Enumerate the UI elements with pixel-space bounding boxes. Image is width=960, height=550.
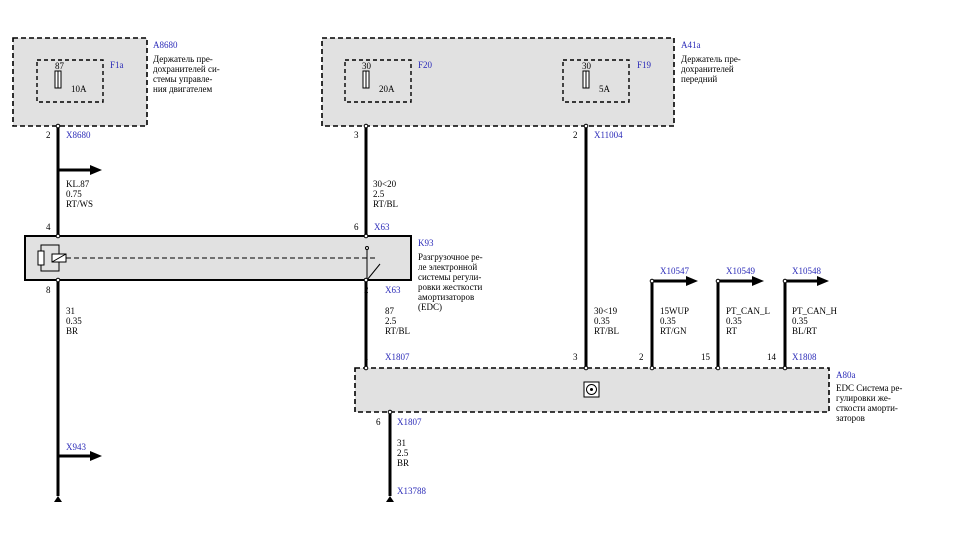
module-a8680-desc-1: Держатель пре- <box>153 54 213 64</box>
connector-x10549: X10549 <box>726 266 755 276</box>
connector-x10547: X10547 <box>660 266 689 276</box>
wire-pt-can-l-color: RT <box>726 326 737 336</box>
wire-30-20-color: RT/BL <box>373 199 398 209</box>
pin-a8680-out: 2 <box>46 130 51 140</box>
wire-kl87-size: 0.75 <box>66 189 82 199</box>
fuse-f20-id: F20 <box>418 60 433 70</box>
module-a8680-id: A8680 <box>153 40 178 50</box>
module-k93-desc-4: ровки жесткости <box>418 282 483 292</box>
fuse-f20-pin: 30 <box>362 61 372 71</box>
wire-30-19-name: 30<19 <box>594 306 618 316</box>
module-k93-id: K93 <box>418 238 434 248</box>
wire-31-bottom-color: BR <box>397 458 409 468</box>
wire-31-bottom-size: 2.5 <box>397 448 409 458</box>
wire-pt-can-h[interactable]: PT_CAN_H 0.35 BL/RT <box>783 276 838 368</box>
fuse-f20-rating: 20A <box>379 84 395 94</box>
module-a80a-id: A80a <box>836 370 856 380</box>
connector-x1808: X1808 <box>792 352 817 362</box>
wire-kl87-name: KL.87 <box>66 179 90 189</box>
wire-15wup-size: 0.35 <box>660 316 676 326</box>
pin-a41a-f20-out: 3 <box>354 130 359 140</box>
wire-kl87-color: RT/WS <box>66 199 93 209</box>
relay-coil <box>37 250 45 266</box>
pin-a41a-f19-out: 2 <box>573 130 578 140</box>
pin-a80a-6: 6 <box>376 417 381 427</box>
module-a41a[interactable]: 30 20A F20 30 5A F19 A41a Держатель пре-… <box>321 37 741 127</box>
module-a41a-id: A41a <box>681 40 701 50</box>
pin-a80a-15: 15 <box>701 352 711 362</box>
module-k93-desc-6: (EDC) <box>418 302 442 312</box>
wire-15wup[interactable]: 15WUP 0.35 RT/GN <box>650 276 698 368</box>
module-a41a-desc-3: передний <box>681 74 717 84</box>
wire-30-20-name: 30<20 <box>373 179 397 189</box>
wire-kl87[interactable]: KL.87 0.75 RT/WS <box>56 126 102 236</box>
wire-31-left-color: BR <box>66 326 78 336</box>
pin-k93-out-left: 8 <box>46 285 51 295</box>
pin-a80a-2: 2 <box>639 352 644 362</box>
connector-x8680: X8680 <box>66 130 91 140</box>
pin-k93-in-left: 4 <box>46 222 51 232</box>
connector-x63-bottom: X63 <box>385 285 401 295</box>
wire-87-name: 87 <box>385 306 395 316</box>
fuse-f1a-pin: 87 <box>55 61 65 71</box>
module-a8680-desc-3: стемы управле- <box>153 74 212 84</box>
module-a80a-desc-4: заторов <box>836 413 865 423</box>
wire-87-size: 2.5 <box>385 316 397 326</box>
fuse-f1a-id: F1a <box>110 60 124 70</box>
connector-x1807-top: X1807 <box>385 352 410 362</box>
wire-30-20[interactable]: 30<20 2.5 RT/BL <box>364 126 398 236</box>
wire-87[interactable]: 87 2.5 RT/BL <box>364 280 410 368</box>
module-a80a-desc-1: EDC Система ре- <box>836 383 902 393</box>
connector-x10548: X10548 <box>792 266 821 276</box>
fuse-f19-rating: 5A <box>599 84 611 94</box>
module-k93-desc-3: системы регули- <box>418 272 481 282</box>
module-a8680-desc-2: дохранителей си- <box>153 64 220 74</box>
wire-31-bottom-name: 31 <box>397 438 406 448</box>
fuse-f1a-rating: 10A <box>71 84 87 94</box>
wire-30-19-size: 0.35 <box>594 316 610 326</box>
wire-31-left-name: 31 <box>66 306 75 316</box>
connector-x11004: X11004 <box>594 130 623 140</box>
module-a8680-desc-4: ния двигателем <box>153 84 213 94</box>
wire-pt-can-l[interactable]: PT_CAN_L 0.35 RT <box>716 276 770 368</box>
wire-30-19[interactable]: 30<19 0.35 RT/BL <box>584 126 619 368</box>
wire-pt-can-l-name: PT_CAN_L <box>726 306 770 316</box>
pin-k93-in-right: 6 <box>354 222 359 232</box>
pin-a80a-1: 1 <box>364 352 369 362</box>
wire-31-bottom[interactable]: 31 2.5 BR <box>386 412 409 502</box>
module-k93[interactable]: K93 Разгрузочное ре- ле электронной сист… <box>24 235 483 312</box>
wire-31-left-size: 0.35 <box>66 316 82 326</box>
wire-pt-can-h-size: 0.35 <box>792 316 808 326</box>
fuse-f19-id: F19 <box>637 60 652 70</box>
wire-pt-can-h-color: BL/RT <box>792 326 817 336</box>
module-a41a-desc-1: Держатель пре- <box>681 54 741 64</box>
wire-15wup-color: RT/GN <box>660 326 687 336</box>
wire-15wup-name: 15WUP <box>660 306 689 316</box>
pin-a80a-3: 3 <box>573 352 578 362</box>
module-a8680[interactable]: 87 10A F1a A8680 Держатель пре- дохранит… <box>12 37 220 127</box>
pin-k93-out-right: 2 <box>364 285 369 295</box>
wire-pt-can-h-name: PT_CAN_H <box>792 306 838 316</box>
connector-x63-top: X63 <box>374 222 390 232</box>
connector-x13788: X13788 <box>397 486 426 496</box>
wire-pt-can-l-size: 0.35 <box>726 316 742 326</box>
module-k93-desc-5: амортизаторов <box>418 292 474 302</box>
module-a80a[interactable]: A80a EDC Система ре- гулировки же- сткос… <box>354 367 902 423</box>
connector-x943: X943 <box>66 442 86 452</box>
module-k93-desc-2: ле электронной <box>418 262 477 272</box>
module-a80a-desc-2: гулировки же- <box>836 393 891 403</box>
wire-30-19-color: RT/BL <box>594 326 619 336</box>
connector-x1807-bottom: X1807 <box>397 417 422 427</box>
terminal-dots <box>55 123 788 415</box>
pin-a80a-14: 14 <box>767 352 777 362</box>
wire-87-color: RT/BL <box>385 326 410 336</box>
module-a41a-desc-2: дохранителей <box>681 64 734 74</box>
wire-30-20-size: 2.5 <box>373 189 385 199</box>
fuse-f19-pin: 30 <box>582 61 592 71</box>
wire-31-left[interactable]: 31 0.35 BR <box>54 280 102 502</box>
module-a80a-desc-3: сткости аморти- <box>836 403 898 413</box>
module-k93-desc-1: Разгрузочное ре- <box>418 252 483 262</box>
